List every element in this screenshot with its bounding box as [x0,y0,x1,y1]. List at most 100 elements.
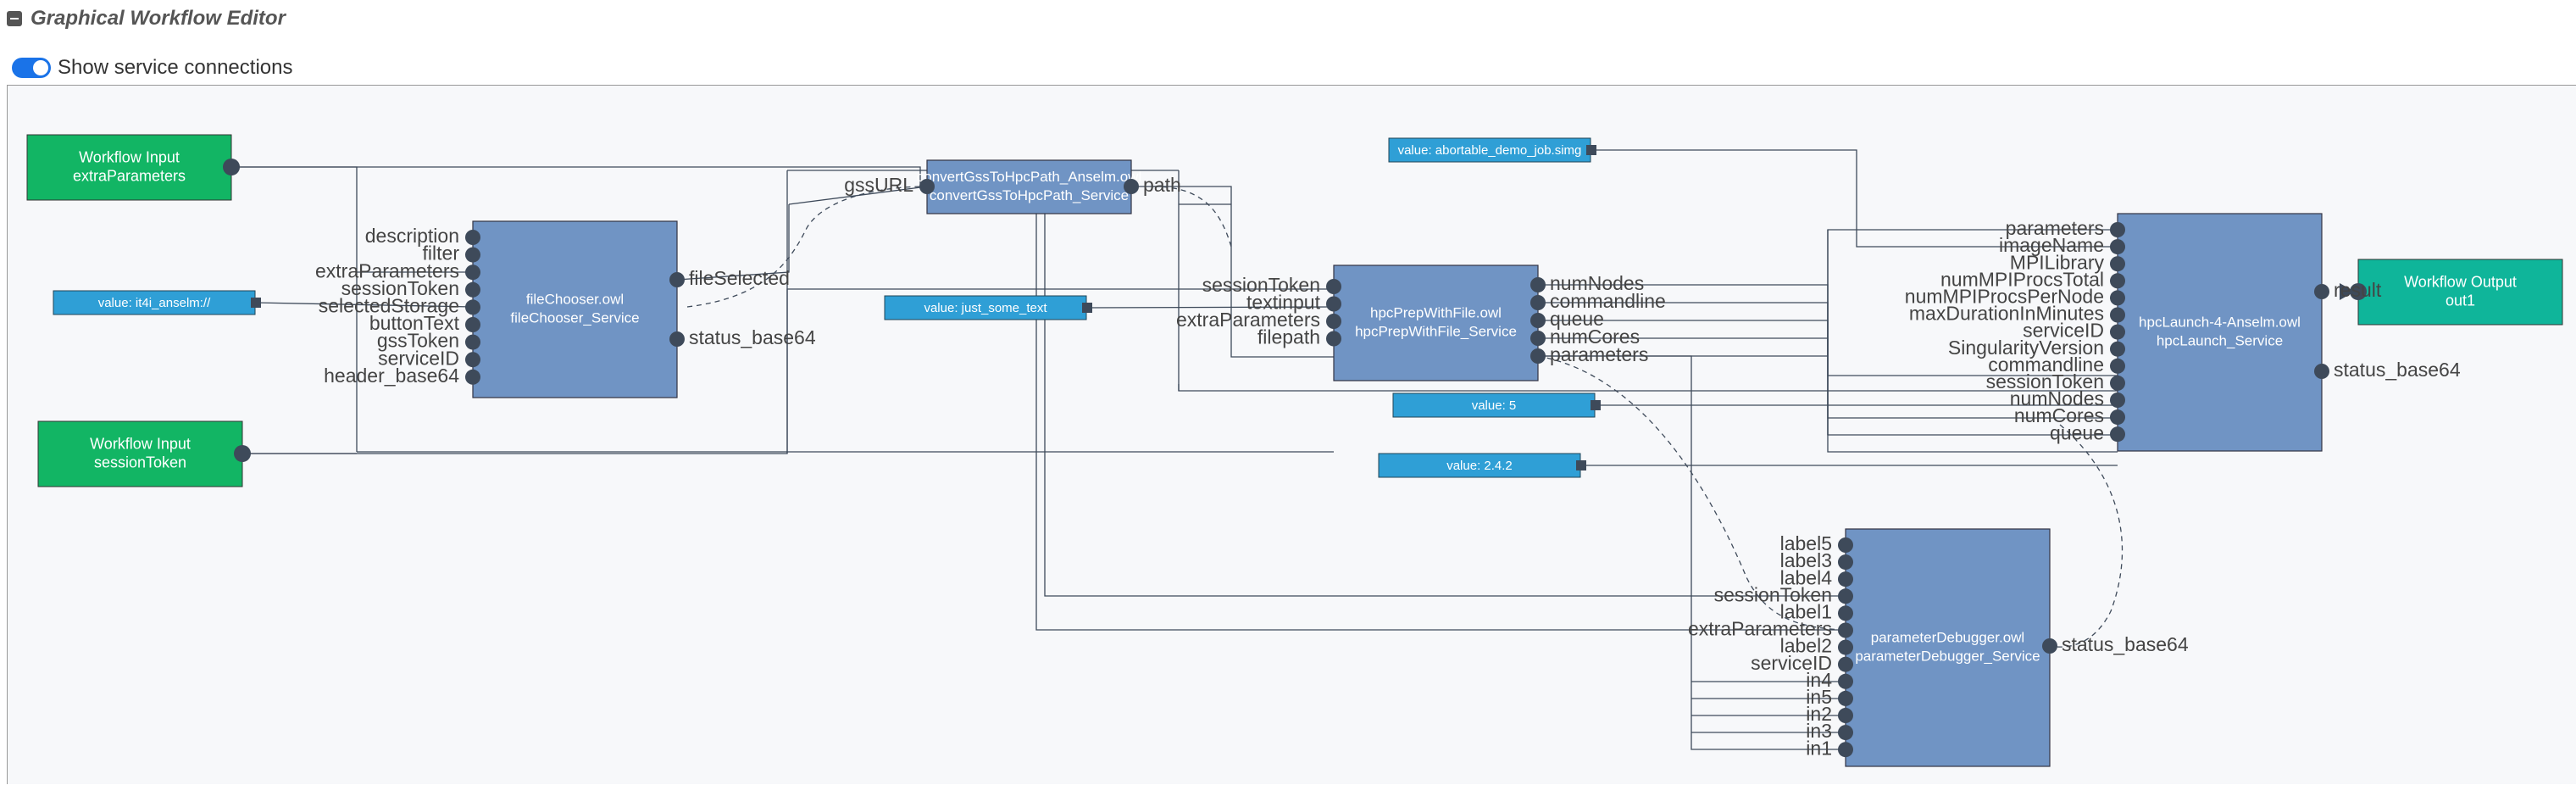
input-port[interactable] [2110,426,2125,443]
input-port[interactable] [465,247,480,263]
output-port[interactable] [1530,277,1546,292]
workflow-node-box[interactable] [2357,259,2563,326]
input-port[interactable] [2110,375,2125,391]
input-port[interactable] [2110,256,2125,272]
output-port[interactable] [1124,179,1139,194]
connection-line[interactable] [788,186,928,205]
input-port[interactable] [1838,742,1853,758]
output-port-label: numCores [1550,326,1640,348]
input-port[interactable] [1838,571,1853,587]
input-port[interactable] [2110,341,2125,357]
service-node-box[interactable] [1845,528,2051,767]
port-dot[interactable] [234,445,251,462]
service-node-svc-launch[interactable]: hpcLaunch-4-Anselm.owlhpcLaunch_Servicep… [1905,213,2461,452]
connection-line[interactable] [254,302,474,308]
input-port[interactable] [465,264,480,281]
port-square[interactable] [1576,460,1586,470]
service-node-svc-prep[interactable]: hpcPrepWithFile.owlhpcPrepWithFile_Servi… [1176,264,1666,381]
input-port[interactable] [1838,622,1853,638]
connection-line[interactable] [1591,149,2118,248]
show-connections-toggle[interactable] [12,58,51,78]
connection-line[interactable] [676,204,790,281]
input-port[interactable] [465,299,480,315]
output-port[interactable] [1530,313,1546,328]
value-node-val-242[interactable]: value: 2.4.2 [1378,453,1586,478]
input-port[interactable] [2110,290,2125,306]
output-port[interactable] [2314,364,2329,379]
input-port[interactable] [2110,409,2125,426]
service-node-svc-convert[interactable]: convertGssToHpcPath_Anselm.owlconvertGss… [844,159,1181,214]
input-port[interactable] [465,334,480,350]
input-port[interactable] [1838,656,1853,672]
dashed-connection-line[interactable] [686,186,928,308]
input-port[interactable] [2110,358,2125,374]
input-port[interactable] [1838,708,1853,723]
input-port[interactable] [2110,222,2125,237]
service-node-box[interactable] [1333,264,1539,381]
input-port[interactable] [1838,554,1853,571]
connection-line[interactable] [1131,186,1334,358]
output-port[interactable] [669,272,685,287]
input-port[interactable] [1838,605,1853,621]
input-port[interactable] [465,281,480,298]
input-port[interactable] [465,352,480,368]
input-port[interactable] [465,369,480,385]
input-port[interactable] [2110,239,2125,255]
input-port[interactable] [919,179,935,194]
input-port[interactable] [1326,296,1341,312]
output-port[interactable] [2314,284,2329,299]
value-node-val-uri[interactable]: value: it4i_anselm:// [53,290,261,315]
connection-line[interactable] [1035,170,1846,631]
output-port[interactable] [1530,348,1546,364]
port-dot[interactable] [223,159,240,175]
input-port[interactable] [1838,588,1853,604]
service-node-svc-debug[interactable]: parameterDebugger.owlparameterDebugger_S… [1688,528,2189,767]
dashed-connection-line[interactable] [1537,355,1846,631]
output-port[interactable] [669,331,685,347]
port-square[interactable] [251,298,261,308]
port-square[interactable] [1082,303,1092,313]
input-port[interactable] [1838,690,1853,706]
input-port[interactable] [2110,392,2125,408]
value-node-box[interactable] [1392,392,1596,418]
input-port[interactable] [1326,279,1341,294]
service-node-svc-filechooser[interactable]: fileChooser.owlfileChooser_Servicedescri… [315,220,816,398]
output-port[interactable] [1530,295,1546,310]
input-port[interactable] [465,317,480,332]
show-connections-row[interactable]: Show service connections [12,53,292,83]
value-node-box[interactable] [1388,137,1591,163]
connection-line[interactable] [1538,355,1846,750]
connection-line[interactable] [231,166,358,452]
input-port[interactable] [1838,673,1853,689]
output-port[interactable] [1530,331,1546,346]
value-node-box[interactable] [53,290,256,315]
value-node-val-simg[interactable]: value: abortable_demo_job.simg [1388,137,1596,163]
collapse-icon[interactable] [7,11,22,26]
output-port[interactable] [2042,638,2057,654]
value-node-box[interactable] [1378,453,1581,478]
input-port[interactable] [1326,314,1341,329]
dashed-connection-line[interactable] [2049,424,2124,648]
input-port[interactable] [465,230,480,245]
port-dot[interactable] [2350,283,2367,300]
input-port[interactable] [2110,307,2125,323]
workflow-node-box[interactable] [26,134,232,201]
input-port[interactable] [1838,639,1853,655]
port-square[interactable] [1586,145,1596,155]
input-port[interactable] [2110,324,2125,340]
workflow-node-box[interactable] [37,420,243,487]
connection-line[interactable] [1085,306,1335,309]
value-node-val-5[interactable]: value: 5 [1392,392,1601,418]
input-port[interactable] [1326,331,1341,347]
dashed-connection-line[interactable] [1152,186,1232,248]
input-port[interactable] [2110,273,2125,289]
value-node-val-text[interactable]: value: just_some_text [884,295,1092,320]
input-port[interactable] [1838,537,1853,553]
input-port[interactable] [1838,725,1853,741]
port-square[interactable] [1591,400,1601,410]
